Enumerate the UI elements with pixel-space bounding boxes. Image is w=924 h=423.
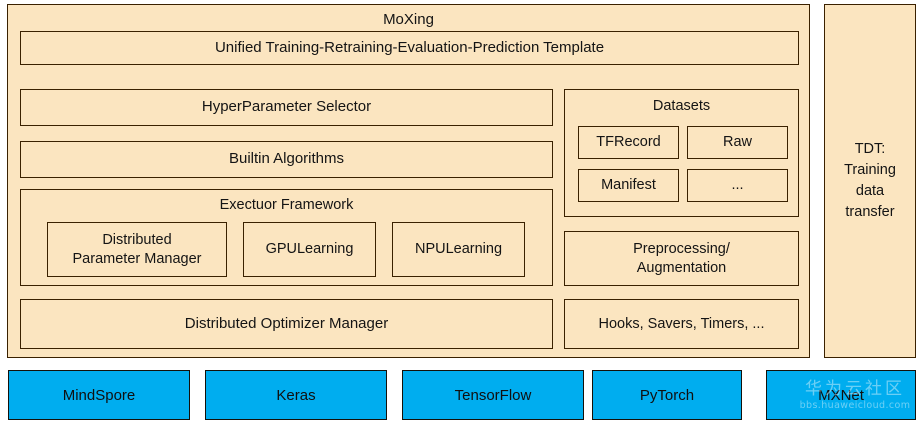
tdt-panel: TDT: Training data transfer: [824, 4, 916, 358]
unified-training-template-box: Unified Training-Retraining-Evaluation-P…: [20, 31, 799, 65]
moxing-panel: MoXing Unified Training-Retraining-Evalu…: [7, 4, 810, 358]
dataset-more-box: ...: [687, 169, 788, 202]
moxing-title: MoXing: [383, 10, 434, 28]
gpu-learning-box: GPULearning: [243, 222, 376, 277]
framework-box-mxnet[interactable]: MXNet: [766, 370, 916, 420]
dataset-manifest-box: Manifest: [578, 169, 679, 202]
tdt-label: TDT: Training data transfer: [844, 140, 896, 221]
framework-box-mindspore[interactable]: MindSpore: [8, 370, 190, 420]
preprocessing-augmentation-box: Preprocessing/ Augmentation: [564, 231, 799, 286]
dataset-tfrecord-box: TFRecord: [578, 126, 679, 159]
executor-framework-group: Exectuor Framework Distributed Parameter…: [20, 189, 553, 286]
builtin-algorithms-box: Builtin Algorithms: [20, 141, 553, 178]
distributed-parameter-manager-box: Distributed Parameter Manager: [47, 222, 227, 277]
npu-learning-box: NPULearning: [392, 222, 525, 277]
hyperparameter-selector-box: HyperParameter Selector: [20, 89, 553, 126]
framework-box-tensorflow[interactable]: TensorFlow: [402, 370, 584, 420]
distributed-optimizer-manager-box: Distributed Optimizer Manager: [20, 299, 553, 349]
framework-box-keras[interactable]: Keras: [205, 370, 387, 420]
datasets-group: Datasets TFRecord Raw Manifest ...: [564, 89, 799, 217]
executor-framework-title: Exectuor Framework: [219, 197, 354, 213]
datasets-title: Datasets: [652, 98, 711, 114]
framework-box-pytorch[interactable]: PyTorch: [592, 370, 742, 420]
hooks-savers-timers-box: Hooks, Savers, Timers, ...: [564, 299, 799, 349]
dataset-raw-box: Raw: [687, 126, 788, 159]
